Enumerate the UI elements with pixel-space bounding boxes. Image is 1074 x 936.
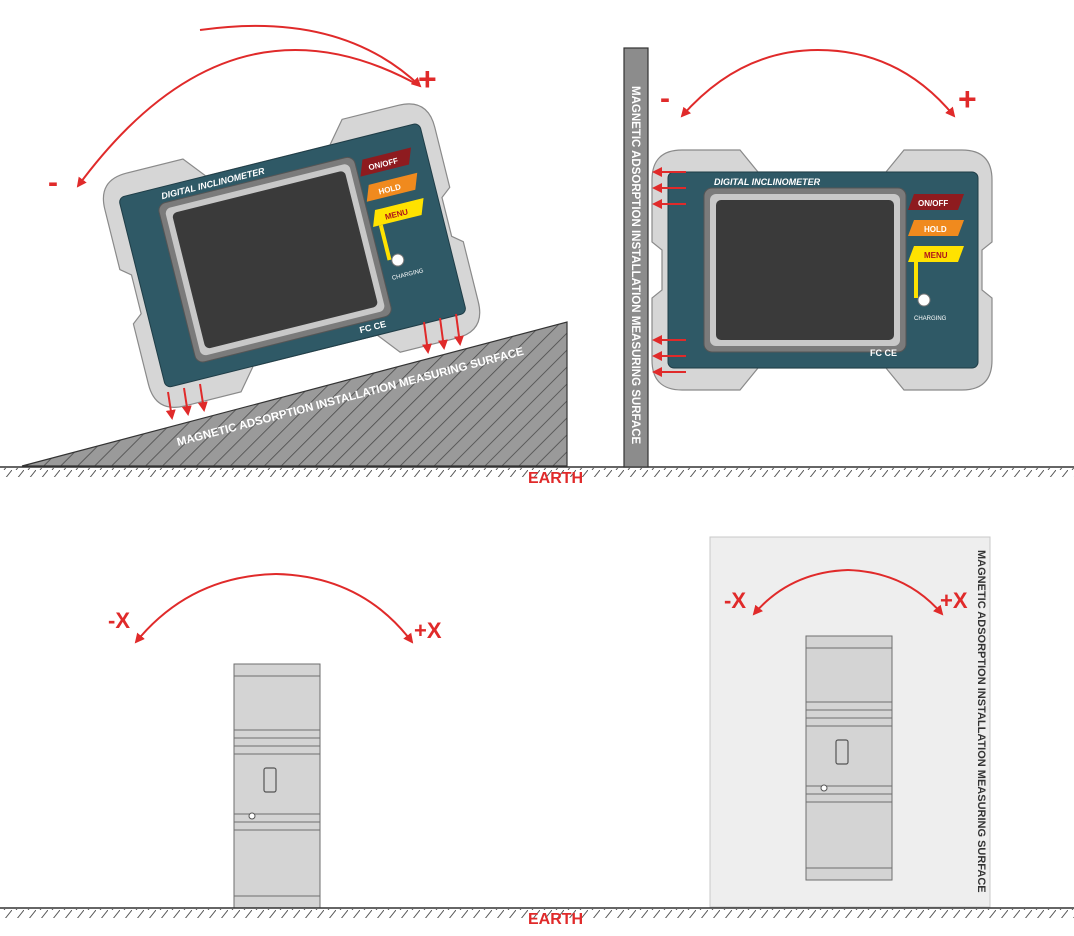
rotation-arc-bl-2 (275, 573, 414, 644)
device-upright: DIGITAL INCLINOMETER ON/OFF HOLD MENU CH… (651, 149, 993, 391)
magnet-arrows-right (652, 167, 686, 377)
minus-sign-tl: - (48, 166, 58, 199)
rotation-arc-br-2 (847, 569, 944, 616)
minus-x-br: -X (724, 588, 746, 613)
surface-label-wall: MAGNETIC ADSORPTION INSTALLATION MEASURI… (975, 550, 987, 893)
hold-label-upright: HOLD (924, 225, 947, 234)
top-right-scene: MAGNETIC ADSORPTION INSTALLATION MEASURI… (623, 47, 993, 468)
charging-label-upright: CHARGING (914, 316, 947, 322)
rotation-arc-bl (134, 573, 277, 644)
minus-x-bl: -X (108, 608, 130, 633)
rotation-arc-tl (76, 49, 421, 188)
surface-label-vertical: MAGNETIC ADSORPTION INSTALLATION MEASURI… (629, 86, 641, 445)
earth-label-bottom: EARTH (528, 911, 583, 928)
ground-hatch-bottom (0, 909, 1074, 918)
inclined-surface (21, 321, 568, 467)
plus-x-bl: +X (414, 618, 442, 643)
rotation-arc-tl-head (199, 24, 422, 88)
rotation-arc-br (752, 569, 849, 616)
ground-hatch (0, 468, 1074, 477)
bottom-left-scene: -X +X (108, 573, 442, 909)
earth-label-top: EARTH (528, 470, 583, 487)
rotation-arc-tr (680, 49, 819, 118)
onoff-label-upright: ON/OFF (918, 199, 948, 208)
plus-sign-tl: + (418, 61, 437, 97)
minus-sign-tr: - (660, 82, 670, 115)
vertical-surface (623, 47, 649, 468)
plus-sign-tr: + (958, 81, 977, 117)
device-tilted: DIGITAL INCLINOMETER ON/OFF HOLD MENU CH… (96, 97, 487, 414)
plus-x-br: +X (940, 588, 968, 613)
magnet-arrows-left (165, 313, 464, 420)
device-side-wall (805, 635, 893, 881)
cert-label-upright: FC CE (870, 348, 897, 358)
menu-label-upright: MENU (924, 251, 948, 260)
device-side-floor (233, 663, 321, 909)
rotation-arc-tr-2 (817, 49, 956, 118)
device-title-upright: DIGITAL INCLINOMETER (714, 177, 821, 187)
bottom-right-scene: MAGNETIC ADSORPTION INSTALLATION MEASURI… (709, 536, 991, 908)
